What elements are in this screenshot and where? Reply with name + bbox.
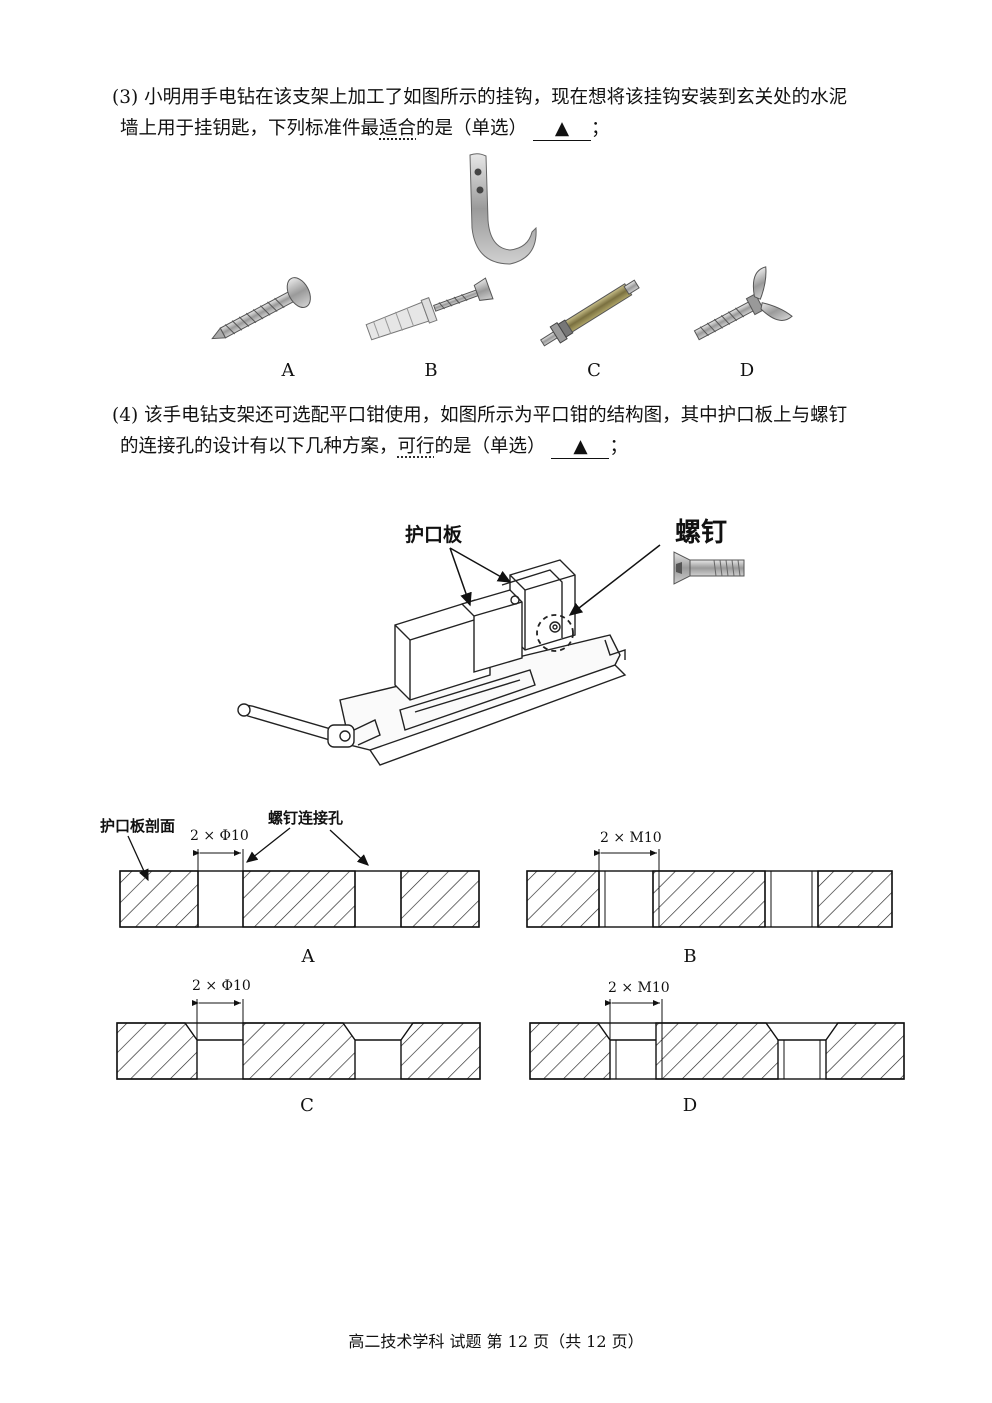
- page-footer: 高二技术学科 试题 第 12 页（共 12 页）: [348, 1332, 644, 1351]
- q4-line2-emph: 可行: [397, 436, 435, 457]
- q4-option-b-label[interactable]: B: [683, 946, 697, 967]
- dim-c: 2 × Φ10: [192, 978, 251, 994]
- q3-line1: (3) 小明用手电钻在该支架上加工了如图所示的挂钩，现在想将该挂钩安装到玄关处的…: [112, 87, 848, 108]
- section-b-drawing: [526, 849, 893, 928]
- section-leader-arrows: [127, 827, 369, 882]
- option-b-plastic-anchor-image: [365, 277, 494, 341]
- q3-answer-mark: ▲: [554, 118, 570, 139]
- dim-b: 2 × M10: [600, 830, 662, 846]
- q3-line2-emph: 适合: [379, 118, 417, 139]
- q4-option-c-label[interactable]: C: [300, 1095, 314, 1116]
- vise-label-jaw-plate: 护口板: [405, 524, 463, 546]
- q4-line2-end: ；: [609, 436, 628, 457]
- q3-line2: 墙上用于挂钥匙，下列标准件最适合的是（单选） ▲ ；: [120, 113, 609, 144]
- q4-line2-b: 的是（单选）: [434, 436, 546, 457]
- q4-line2-a: 的连接孔的设计有以下几种方案，: [120, 436, 398, 457]
- q4-option-a-label[interactable]: A: [301, 946, 315, 967]
- q4-answer-mark: ▲: [573, 436, 588, 457]
- section-d-drawing: [529, 999, 905, 1080]
- q3-option-b-label[interactable]: B: [424, 360, 438, 381]
- dim-d: 2 × M10: [608, 980, 670, 996]
- countersunk-screw-image: [673, 551, 745, 585]
- option-c-expansion-bolt-image: [540, 279, 640, 347]
- q4-line2: 的连接孔的设计有以下几种方案，可行的是（单选） ▲ ；: [120, 431, 628, 462]
- section-a-drawing: [119, 849, 480, 928]
- section-label: 护口板剖面: [100, 817, 176, 835]
- coat-hook-image: [469, 153, 537, 265]
- vise-label-screw: 螺钉: [675, 518, 728, 548]
- q3-line2-b: 的是（单选）: [416, 118, 528, 139]
- q3-answer-blank[interactable]: ▲: [532, 118, 591, 141]
- q3-option-d-label[interactable]: D: [739, 360, 755, 381]
- q3-option-c-label[interactable]: C: [587, 360, 601, 381]
- q3-line2-end: ；: [590, 118, 610, 139]
- dim-a: 2 × Φ10: [190, 828, 249, 844]
- option-a-tapping-screw-image: [211, 277, 311, 340]
- vise-leader-arrows: [449, 544, 661, 616]
- option-d-wing-screw-image: [693, 266, 793, 341]
- hole-label: 螺钉连接孔: [268, 809, 344, 827]
- q3-line2-a: 墙上用于挂钥匙，下列标准件最: [120, 118, 380, 139]
- q4-answer-blank[interactable]: ▲: [551, 436, 610, 459]
- q3-option-a-label[interactable]: A: [281, 360, 295, 381]
- q4-line1: (4) 该手电钻支架还可选配平口钳使用，如图所示为平口钳的结构图，其中护口板上与…: [112, 405, 848, 426]
- flat-vise-image: [237, 559, 627, 766]
- section-c-drawing: [116, 999, 481, 1080]
- q4-option-d-label[interactable]: D: [682, 1095, 698, 1116]
